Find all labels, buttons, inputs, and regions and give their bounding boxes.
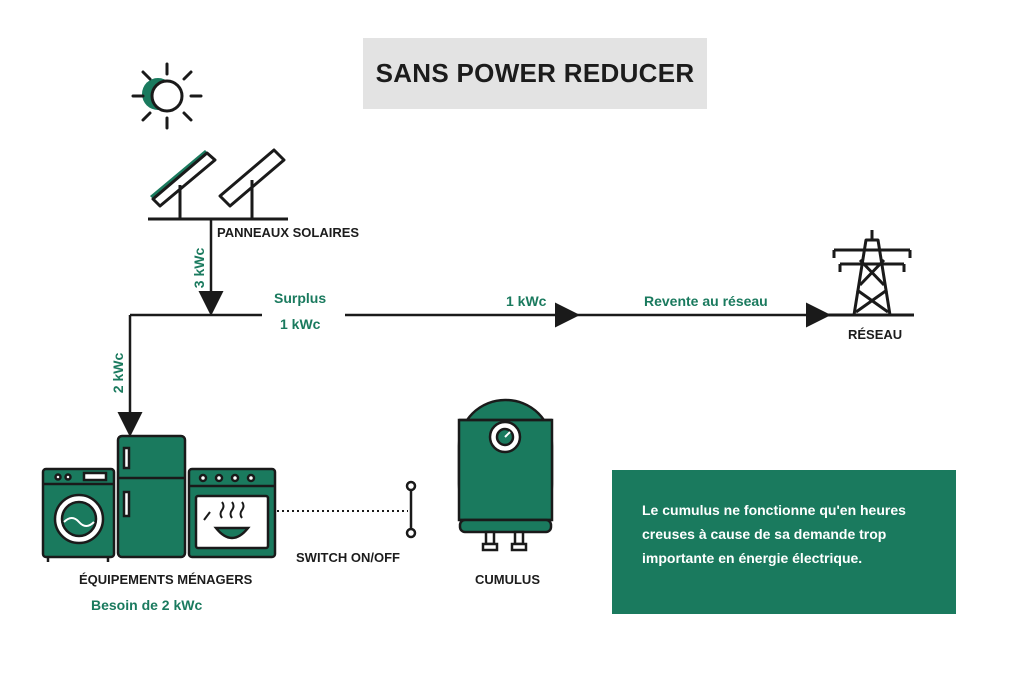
solar-output-label: 3 kWc <box>191 247 207 289</box>
oven-icon <box>187 467 277 559</box>
surplus-value: 1 kWc <box>280 316 321 332</box>
page-title: SANS POWER REDUCER <box>375 58 695 88</box>
flow-lines <box>117 219 831 437</box>
note-box: Le cumulus ne fonctionne qu'en heures cr… <box>612 470 956 614</box>
to-grid-value: 1 kWc <box>506 293 547 309</box>
appliances-need-label: Besoin de 2 kWc <box>91 597 203 613</box>
solar-panels-label: PANNEAUX SOLAIRES <box>217 225 360 240</box>
switch-icon <box>277 480 417 539</box>
appliances-label: ÉQUIPEMENTS MÉNAGERS <box>79 572 253 587</box>
washing-machine-icon <box>41 467 116 562</box>
water-heater-icon <box>457 398 554 552</box>
grid-label: RÉSEAU <box>848 327 903 342</box>
to-appliances-label: 2 kWc <box>110 352 126 394</box>
fridge-icon <box>116 434 187 559</box>
switch-label: SWITCH ON/OFF <box>296 550 400 565</box>
note-text: Le cumulus ne fonctionne qu'en heures cr… <box>642 502 906 566</box>
to-grid-label: Revente au réseau <box>644 293 768 309</box>
cumulus-label: CUMULUS <box>475 572 540 587</box>
sun-icon <box>131 62 203 130</box>
solar-panel-icon <box>148 148 288 221</box>
pylon-icon <box>826 230 914 317</box>
title-box: SANS POWER REDUCER <box>363 38 707 109</box>
surplus-label: Surplus <box>274 290 327 306</box>
